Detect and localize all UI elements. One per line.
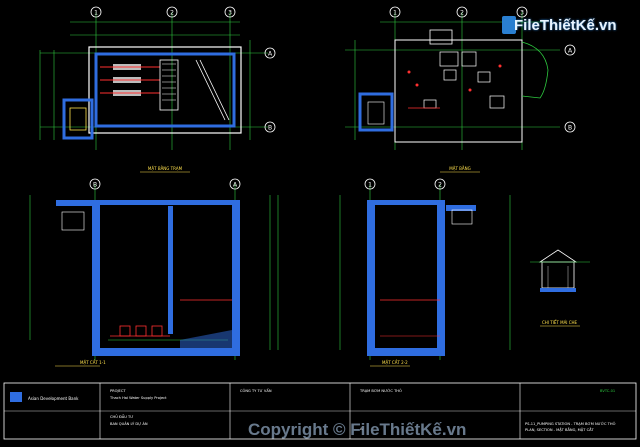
grid-label: A: [268, 51, 273, 58]
tb-project: Thach Hai Water Supply Project: [109, 396, 167, 400]
tb-sheet-sub: PLAN, SECTION - MẶT BẰNG, MẶT CẮT: [525, 427, 595, 432]
detail-house: CHI TIẾT MÁI CHE: [530, 249, 590, 327]
view-title-section-right: MẶT CẮT 2-2: [382, 360, 408, 365]
section-right: 1 2 MẶT CẮT 2-2: [339, 178, 511, 367]
view-title-plan-right: MẶT BẰNG: [449, 166, 470, 171]
plan-left-pumps: [100, 59, 230, 121]
tb-sheet-title: PS-11_PUMPING STATION - TRẠM BƠM NƯỚC TH…: [525, 421, 616, 426]
grid-label: 2: [460, 10, 464, 17]
grid-label: 1: [368, 182, 372, 189]
tb-rev: A: [360, 427, 363, 431]
section-left-base-slab: [92, 348, 240, 356]
grid-label: B: [93, 182, 97, 189]
grid-label: A: [233, 182, 238, 189]
tb-project-label: PROJECT: [110, 389, 126, 393]
view-title-plan-left: MẶT BẰNG TRẠM: [148, 166, 183, 171]
view-title-section-left: MẶT CẮT 1-1: [80, 360, 106, 365]
tb-consultant: CÔNG TY TƯ VẤN: [240, 388, 272, 393]
tb-owner: BAN QUẢN LÝ DỰ ÁN: [110, 421, 148, 426]
plan-left-grid-bubbles: [90, 6, 276, 133]
file-logo-icon: [502, 16, 516, 34]
section-left-wall-left: [92, 200, 100, 354]
grid-label: 3: [228, 10, 232, 17]
grid-label: B: [268, 125, 272, 132]
section-left-wall-right: [232, 200, 240, 354]
plan-right-outline: [394, 39, 523, 143]
grid-label: 1: [94, 10, 98, 17]
title-block: Asian Development Bank PROJECT Thach Hai…: [3, 382, 637, 440]
grid-label: A: [568, 48, 573, 55]
tb-owner-label: CHỦ ĐẦU TƯ: [110, 414, 133, 419]
plan-left-intake-pit: [62, 98, 94, 140]
copyright-watermark: Copyright © FileThiếtKế.vn: [248, 420, 467, 439]
watermark-text: FileThiếtKế.vn: [514, 17, 617, 34]
plan-left-outer-wall: [88, 46, 242, 134]
plan-left-inner-wall: [94, 52, 236, 128]
plan-left: 1 2 3 A B MẶT BẰNG TRẠM: [39, 6, 276, 173]
tb-drawing-title: TRẠM BƠM NƯỚC THÔ: [359, 388, 402, 393]
tb-company: Asian Development Bank: [28, 396, 79, 401]
grid-label: B: [568, 125, 572, 132]
grid-label: 2: [170, 10, 174, 17]
tb-sheet-no: BVTC-01: [600, 389, 615, 393]
plan-right-equipment: [423, 51, 505, 109]
grid-label: 3: [520, 10, 524, 17]
section-left: B A MẶT CẮT 1-1: [29, 178, 279, 367]
grid-label: 1: [393, 10, 397, 17]
view-title-detail: CHI TIẾT MÁI CHE: [542, 319, 578, 325]
grid-label: 2: [438, 182, 442, 189]
plan-right: 1 2 3 A B MẶT BẰNG: [345, 6, 576, 173]
